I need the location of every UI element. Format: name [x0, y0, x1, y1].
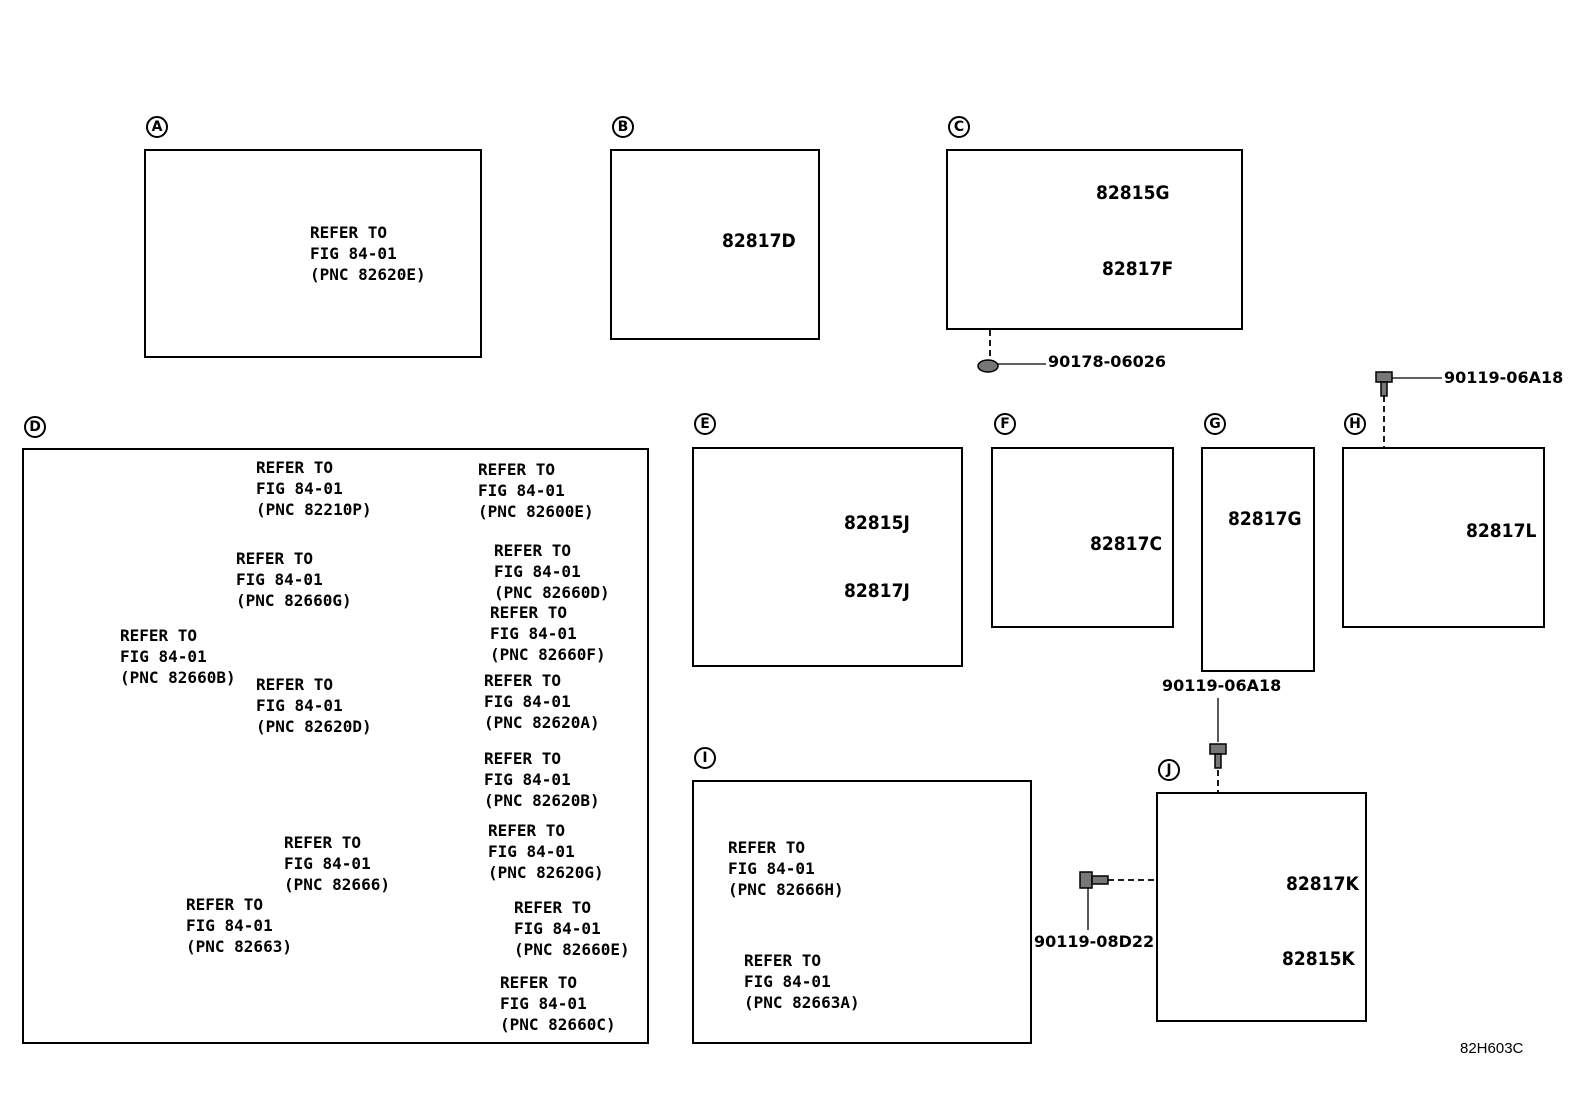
panel-d: [22, 448, 649, 1044]
refer-82666h: REFER TO FIG 84-01 (PNC 82666H): [728, 838, 844, 899]
refer-82620d: REFER TO FIG 84-01 (PNC 82620D): [256, 675, 372, 736]
panel-f-marker: F: [994, 413, 1016, 435]
panel-h-marker: H: [1344, 413, 1366, 435]
panel-a-refer-label: REFER TO FIG 84-01 (PNC 82620E): [310, 223, 426, 284]
panel-i: [692, 780, 1032, 1044]
part-number-82815k: 82815K: [1282, 948, 1355, 970]
panel-e-marker: E: [694, 413, 716, 435]
part-number-82817j: 82817J: [844, 580, 910, 602]
part-number-82817c: 82817C: [1090, 533, 1163, 555]
refer-82663a: REFER TO FIG 84-01 (PNC 82663A): [744, 951, 860, 1012]
refer-82620g: REFER TO FIG 84-01 (PNC 82620G): [488, 821, 604, 882]
part-number-90119-06a18-h: 90119-06A18: [1444, 368, 1564, 387]
refer-82660e: REFER TO FIG 84-01 (PNC 82660E): [514, 898, 630, 959]
panel-c-marker: C: [948, 116, 970, 138]
panel-b: [610, 149, 820, 340]
refer-82660g: REFER TO FIG 84-01 (PNC 82660G): [236, 549, 352, 610]
bolt-90119-06a18-h-drawing: [1375, 371, 1442, 397]
refer-82666: REFER TO FIG 84-01 (PNC 82666): [284, 833, 390, 894]
part-number-82817f: 82817F: [1102, 258, 1174, 280]
panel-g: [1201, 447, 1315, 672]
panel-i-marker: I: [694, 747, 716, 769]
panel-a: [144, 149, 482, 358]
clip-90178-06026-drawing: [977, 359, 1046, 373]
panel-a-marker: A: [146, 116, 168, 138]
panel-e: [692, 447, 963, 667]
panel-f: [991, 447, 1174, 628]
figure-code: 82H603C: [1460, 1040, 1524, 1057]
refer-82660d: REFER TO FIG 84-01 (PNC 82660D): [494, 541, 610, 602]
part-number-90119-08d22: 90119-08D22: [1034, 932, 1155, 951]
refer-82620b: REFER TO FIG 84-01 (PNC 82620B): [484, 749, 600, 810]
part-number-82817k: 82817K: [1286, 873, 1359, 895]
part-number-82817d: 82817D: [722, 230, 796, 252]
panel-h: [1342, 447, 1545, 628]
part-number-82817l: 82817L: [1466, 520, 1537, 542]
refer-82663: REFER TO FIG 84-01 (PNC 82663): [186, 895, 292, 956]
refer-82660c: REFER TO FIG 84-01 (PNC 82660C): [500, 973, 616, 1034]
panel-c: [946, 149, 1243, 330]
panel-b-marker: B: [612, 116, 634, 138]
panel-j: [1156, 792, 1367, 1022]
panel-d-marker: D: [24, 416, 46, 438]
part-number-90119-06a18-g: 90119-06A18: [1162, 676, 1282, 695]
panel-j-marker: J: [1158, 759, 1180, 781]
panel-g-marker: G: [1204, 413, 1226, 435]
part-number-82815j: 82815J: [844, 512, 910, 534]
refer-82600e: REFER TO FIG 84-01 (PNC 82600E): [478, 460, 594, 521]
part-number-82815g: 82815G: [1096, 182, 1170, 204]
refer-82660b: REFER TO FIG 84-01 (PNC 82660B): [120, 626, 236, 687]
part-number-82817g: 82817G: [1228, 508, 1302, 530]
refer-82210p: REFER TO FIG 84-01 (PNC 82210P): [256, 458, 372, 519]
part-number-90178-06026: 90178-06026: [1048, 352, 1166, 371]
refer-82620a: REFER TO FIG 84-01 (PNC 82620A): [484, 671, 600, 732]
refer-82660f: REFER TO FIG 84-01 (PNC 82660F): [490, 603, 606, 664]
